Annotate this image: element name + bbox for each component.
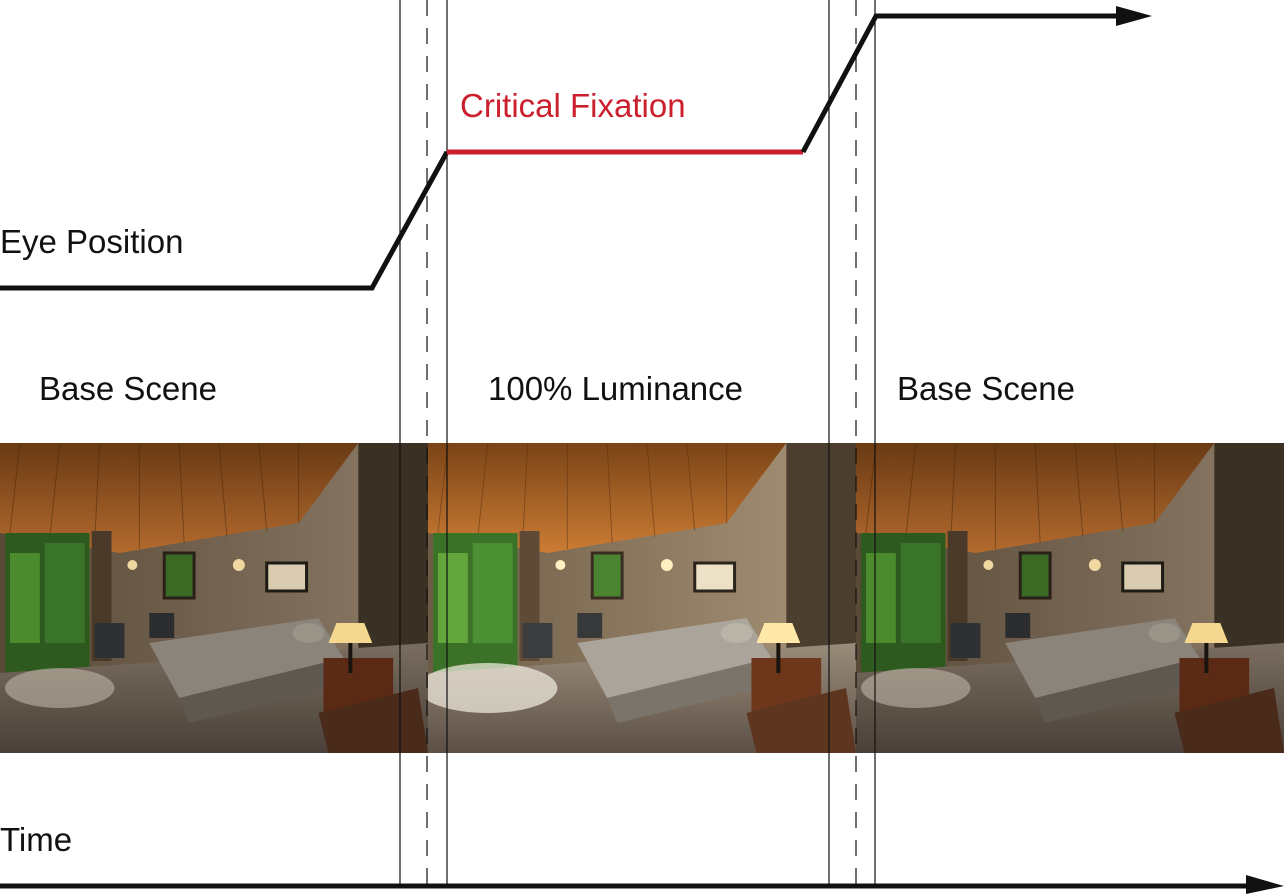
eye-position-label: Eye Position bbox=[0, 223, 184, 260]
scene-panel-base-2 bbox=[856, 443, 1284, 753]
eye-position-trace-start bbox=[0, 150, 450, 291]
panel-label-luminance: 100% Luminance bbox=[488, 370, 744, 407]
saccade-boundary-2 bbox=[828, 0, 876, 884]
eye-position-arrowhead bbox=[1116, 6, 1152, 26]
time-axis-label: Time bbox=[0, 821, 73, 858]
critical-fixation-label: Critical Fixation bbox=[460, 87, 686, 124]
scene-panel-luminance bbox=[428, 443, 856, 753]
time-axis-arrowhead bbox=[1246, 875, 1284, 894]
scene-panel-base-1 bbox=[0, 443, 428, 753]
panel-label-base-scene-2: Base Scene bbox=[897, 370, 1075, 407]
panel-label-base-scene-1: Base Scene bbox=[39, 370, 217, 407]
saccade-boundary-1 bbox=[399, 0, 448, 884]
eye-position-trace-end bbox=[800, 13, 1120, 154]
